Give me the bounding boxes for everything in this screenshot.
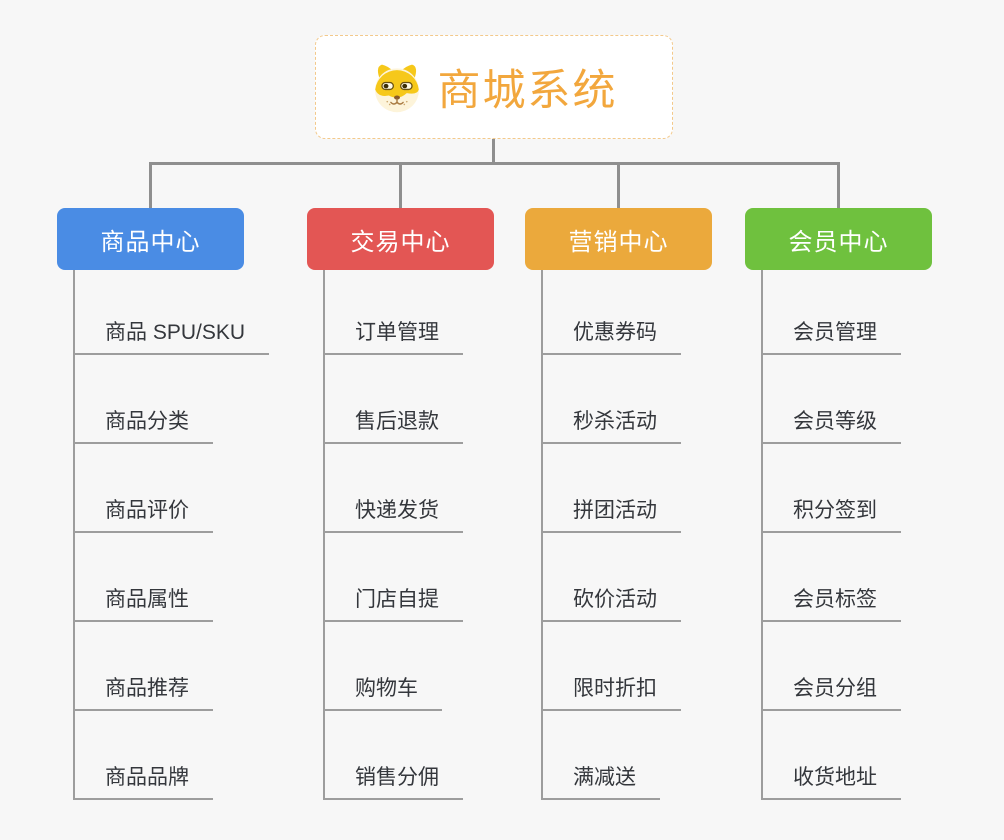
branch-header-member-center[interactable]: 会员中心 bbox=[745, 208, 932, 270]
mindmap-item[interactable]: 订单管理 bbox=[323, 266, 463, 355]
branch-header-label: 会员中心 bbox=[788, 228, 889, 256]
branch-items: 会员管理 会员等级 积分签到 会员标签 会员分组 收货地址 bbox=[761, 266, 901, 800]
mindmap-item[interactable]: 购物车 bbox=[323, 622, 442, 711]
connector-drop-3 bbox=[617, 162, 620, 210]
root-title: 商城系统 bbox=[437, 67, 618, 115]
branch-header-label: 营销中心 bbox=[568, 228, 669, 256]
mindmap-item[interactable]: 快递发货 bbox=[323, 444, 463, 533]
branch-header-marketing-center[interactable]: 营销中心 bbox=[525, 208, 712, 270]
mindmap-item[interactable]: 积分签到 bbox=[761, 444, 901, 533]
mindmap-item[interactable]: 门店自提 bbox=[323, 533, 463, 622]
branch-header-label: 商品中心 bbox=[100, 228, 201, 256]
root-node[interactable]: 商城系统 bbox=[315, 35, 673, 139]
mindmap-item[interactable]: 会员分组 bbox=[761, 622, 901, 711]
mindmap-item[interactable]: 优惠券码 bbox=[541, 266, 681, 355]
branch-header-trade-center[interactable]: 交易中心 bbox=[307, 208, 494, 270]
branch-trunk bbox=[73, 270, 75, 800]
mindmap-item[interactable]: 会员等级 bbox=[761, 355, 901, 444]
mindmap-item[interactable]: 限时折扣 bbox=[541, 622, 681, 711]
branch-header-product-center[interactable]: 商品中心 bbox=[57, 208, 244, 270]
mindmap-item[interactable]: 商品分类 bbox=[73, 355, 213, 444]
mindmap-item[interactable]: 销售分佣 bbox=[323, 711, 463, 800]
branch-trunk bbox=[541, 270, 543, 800]
mindmap-item[interactable]: 商品评价 bbox=[73, 444, 213, 533]
branch-items: 优惠券码 秒杀活动 拼团活动 砍价活动 限时折扣 满减送 bbox=[541, 266, 681, 800]
mindmap-item[interactable]: 会员管理 bbox=[761, 266, 901, 355]
connector-drop-1 bbox=[149, 162, 152, 210]
mindmap-item[interactable]: 砍价活动 bbox=[541, 533, 681, 622]
branch-header-label: 交易中心 bbox=[350, 228, 451, 256]
connector-root-stub bbox=[492, 139, 495, 163]
connector-drop-2 bbox=[399, 162, 402, 210]
mindmap-item[interactable]: 收货地址 bbox=[761, 711, 901, 800]
branch-items: 订单管理 售后退款 快递发货 门店自提 购物车 销售分佣 bbox=[323, 266, 463, 800]
mindmap-item[interactable]: 商品推荐 bbox=[73, 622, 213, 711]
mindmap-item[interactable]: 商品 SPU/SKU bbox=[73, 266, 270, 355]
mindmap-item[interactable]: 会员标签 bbox=[761, 533, 901, 622]
doge-icon bbox=[371, 61, 423, 113]
connector-horizontal-bar bbox=[149, 162, 840, 165]
branch-items: 商品 SPU/SKU 商品分类 商品评价 商品属性 商品推荐 商品品牌 bbox=[73, 266, 270, 800]
branch-trunk bbox=[761, 270, 763, 800]
branch-trunk bbox=[323, 270, 325, 800]
connector-drop-4 bbox=[837, 162, 840, 210]
mindmap-item[interactable]: 秒杀活动 bbox=[541, 355, 681, 444]
mindmap-item[interactable]: 拼团活动 bbox=[541, 444, 681, 533]
mindmap-item[interactable]: 商品品牌 bbox=[73, 711, 213, 800]
mindmap-item[interactable]: 满减送 bbox=[541, 711, 660, 800]
mindmap-item[interactable]: 售后退款 bbox=[323, 355, 463, 444]
mindmap-item[interactable]: 商品属性 bbox=[73, 533, 213, 622]
